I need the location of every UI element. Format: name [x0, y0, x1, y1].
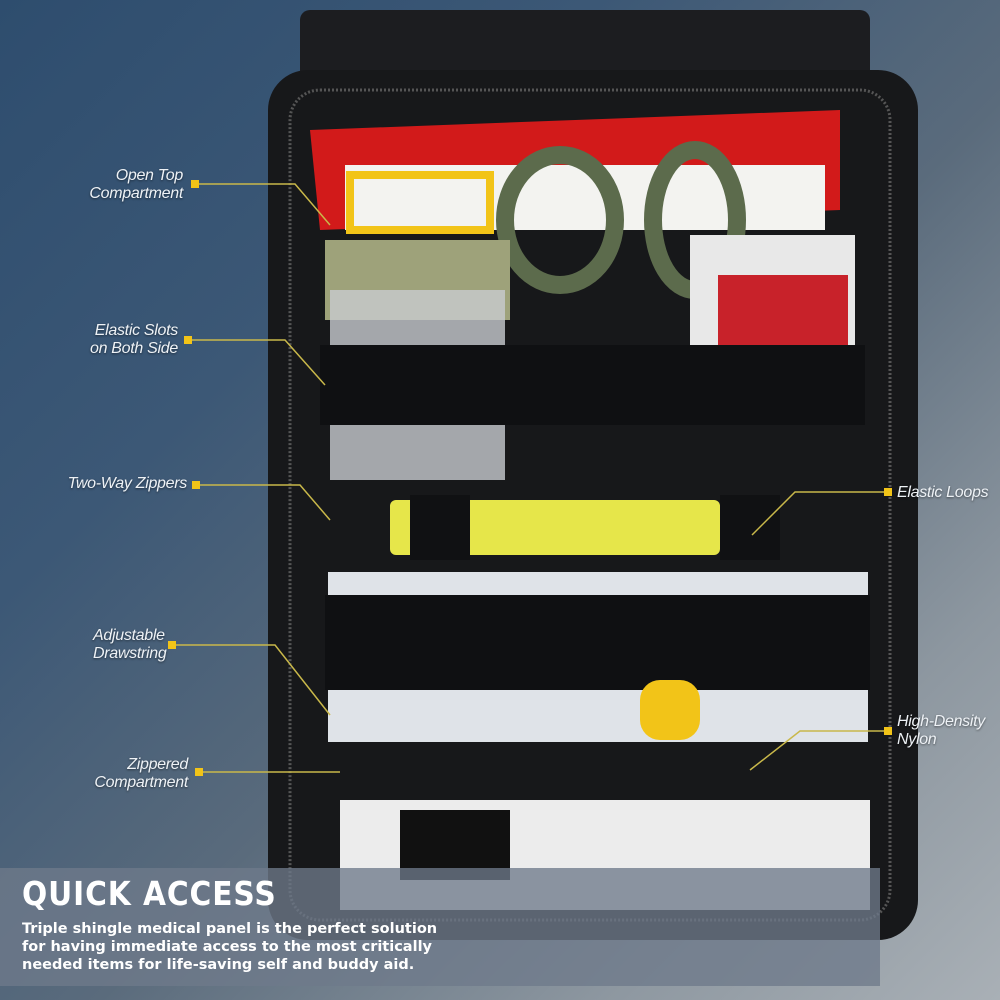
- bandage-logo: [346, 171, 494, 234]
- glow-stick: [390, 500, 720, 555]
- red-card: [718, 275, 848, 350]
- banner-title: QUICK ACCESS: [22, 874, 277, 913]
- loop-2: [720, 495, 780, 560]
- banner-text: Triple shingle medical panel is the perf…: [22, 921, 438, 973]
- callout-elastic-loops: Elastic Loops: [897, 484, 989, 501]
- yellow-tube: [640, 680, 700, 740]
- callout-drawstring: Adjustable Drawstring: [93, 627, 167, 662]
- elastic-panel-top: [320, 345, 865, 425]
- callout-markers: [168, 180, 892, 776]
- loop: [410, 495, 470, 560]
- callout-open-top-compartment: Open Top Compartment: [89, 167, 183, 202]
- zipper: [288, 88, 892, 922]
- elastic-panel-bottom: [325, 595, 870, 690]
- info-banner: QUICK ACCESS Triple shingle medical pane…: [0, 868, 880, 986]
- callout-two-way-zippers: Two-Way Zippers: [67, 475, 188, 492]
- callout-zippered-compartment: Zippered Compartment: [94, 756, 188, 791]
- callout-high-density-nylon: High-Density Nylon: [897, 713, 985, 748]
- callout-elastic-slots: Elastic Slots on Both Side: [89, 322, 178, 357]
- callout-lines: [172, 183, 888, 773]
- shears-handle: [496, 146, 624, 294]
